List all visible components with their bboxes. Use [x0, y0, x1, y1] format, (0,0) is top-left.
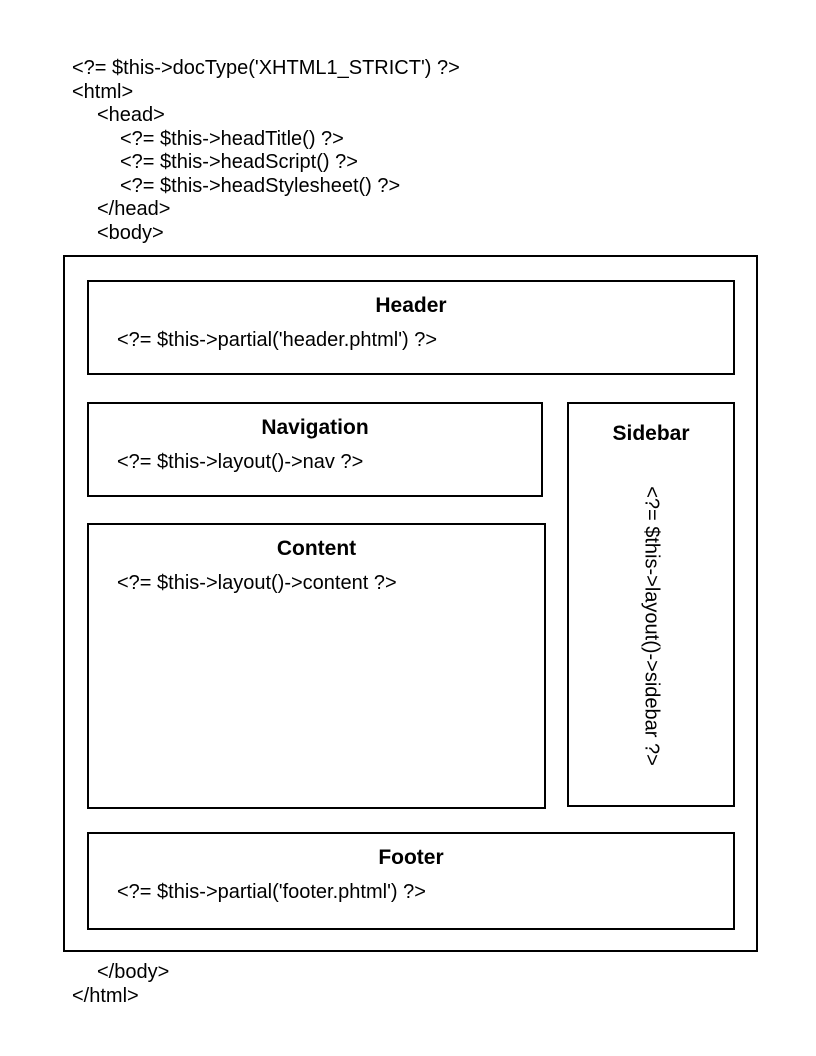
content-box-title: Content — [276, 537, 357, 560]
code-line-headstylesheet: <?= $this->headStylesheet() ?> — [120, 174, 401, 197]
sidebar-box-title: Sidebar — [612, 422, 690, 445]
navigation-box: Navigation <?= $this->layout()->nav ?> — [87, 402, 543, 497]
footer-box-title: Footer — [378, 846, 444, 869]
xhtml-skeleton-code-bottom: </body> </html> — [72, 961, 169, 1008]
code-line-headtitle: <?= $this->headTitle() ?> — [120, 127, 344, 150]
footer-box-code: <?= $this->partial('footer.phtml') ?> — [117, 881, 426, 903]
footer-box: Footer <?= $this->partial('footer.phtml'… — [87, 832, 735, 930]
header-box-title: Header — [375, 294, 447, 317]
header-box-code: <?= $this->partial('header.phtml') ?> — [117, 329, 438, 351]
code-line-head-close: </head> — [97, 198, 171, 220]
body-layout-box: Header <?= $this->partial('header.phtml'… — [63, 255, 758, 952]
code-line-html-open: <html> — [72, 80, 134, 103]
sidebar-box-code-rotated: <?= $this->layout()->sidebar ?> — [640, 486, 663, 766]
code-line-body-open: <body> — [97, 221, 164, 244]
header-box: Header <?= $this->partial('header.phtml'… — [87, 280, 735, 375]
sidebar-box: Sidebar <?= $this->layout()->sidebar ?> — [567, 402, 735, 807]
code-line-head-open: <head> — [97, 104, 165, 126]
navigation-box-title: Navigation — [261, 416, 369, 439]
code-line-doctype: <?= $this->docType('XHTML1_STRICT') ?> — [72, 57, 460, 79]
content-box: Content <?= $this->layout()->content ?> — [87, 523, 546, 809]
code-line-headscript: <?= $this->headScript() ?> — [120, 151, 358, 173]
code-line-body-close: </body> — [97, 961, 170, 983]
content-box-code: <?= $this->layout()->content ?> — [117, 572, 397, 594]
xhtml-skeleton-code-top: <?= $this->docType('XHTML1_STRICT') ?> <… — [72, 57, 460, 245]
code-line-html-close: </html> — [72, 984, 139, 1007]
navigation-box-code: <?= $this->layout()->nav ?> — [117, 451, 364, 473]
